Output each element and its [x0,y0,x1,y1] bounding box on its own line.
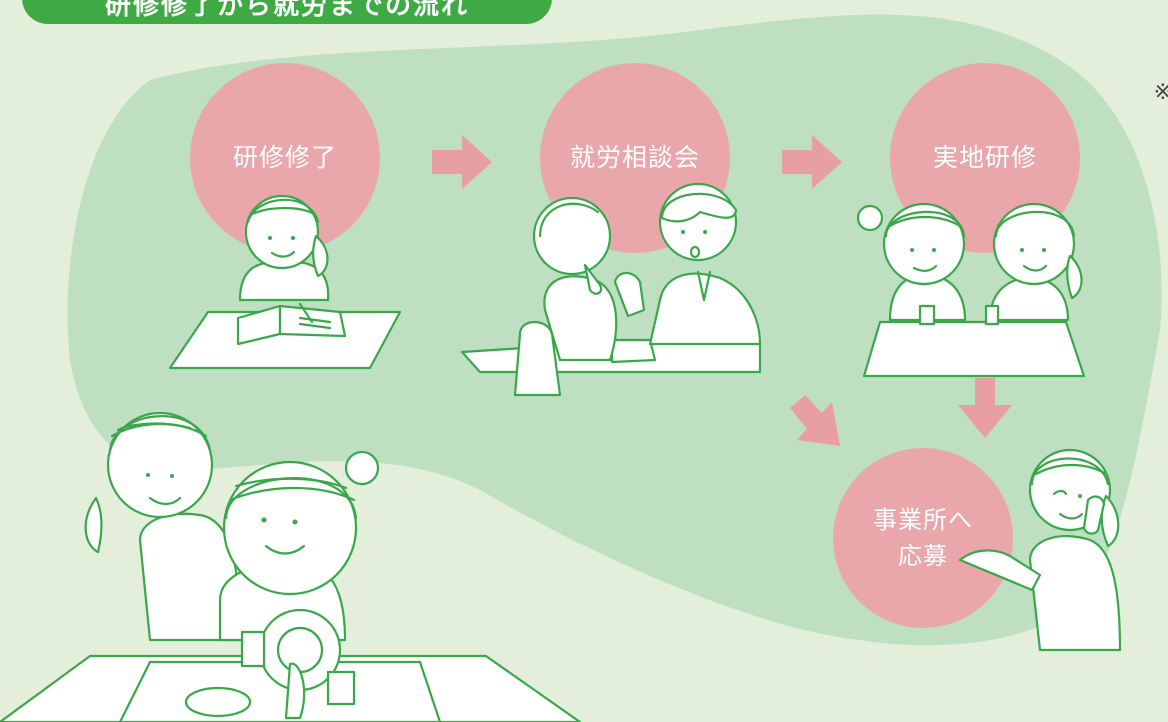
dishwashing-illustration [0,411,582,722]
step-label: 就労相談会 [569,143,700,172]
step-label: 実地研修 [932,143,1037,172]
practical-training-illustration [856,202,1086,378]
step-label-line2: 応募 [898,542,948,570]
studying-girl-illustration [168,194,402,370]
arrow-right-icon [432,135,492,189]
phone-call-illustration [958,448,1122,652]
edge-note-mark: ※ [1154,80,1168,105]
arrow-diagonal-icon [790,395,840,446]
page-title: 研修修了から就労までの流れ [22,0,552,24]
step-circle-apply-to-office: 事業所へ 応募 [833,448,1013,628]
arrow-right-icon [782,135,842,189]
arrow-down-icon [958,378,1012,438]
step-label: 研修修了 [232,143,337,172]
consultation-illustration [460,182,762,397]
step-label-line1: 事業所へ [873,506,973,534]
